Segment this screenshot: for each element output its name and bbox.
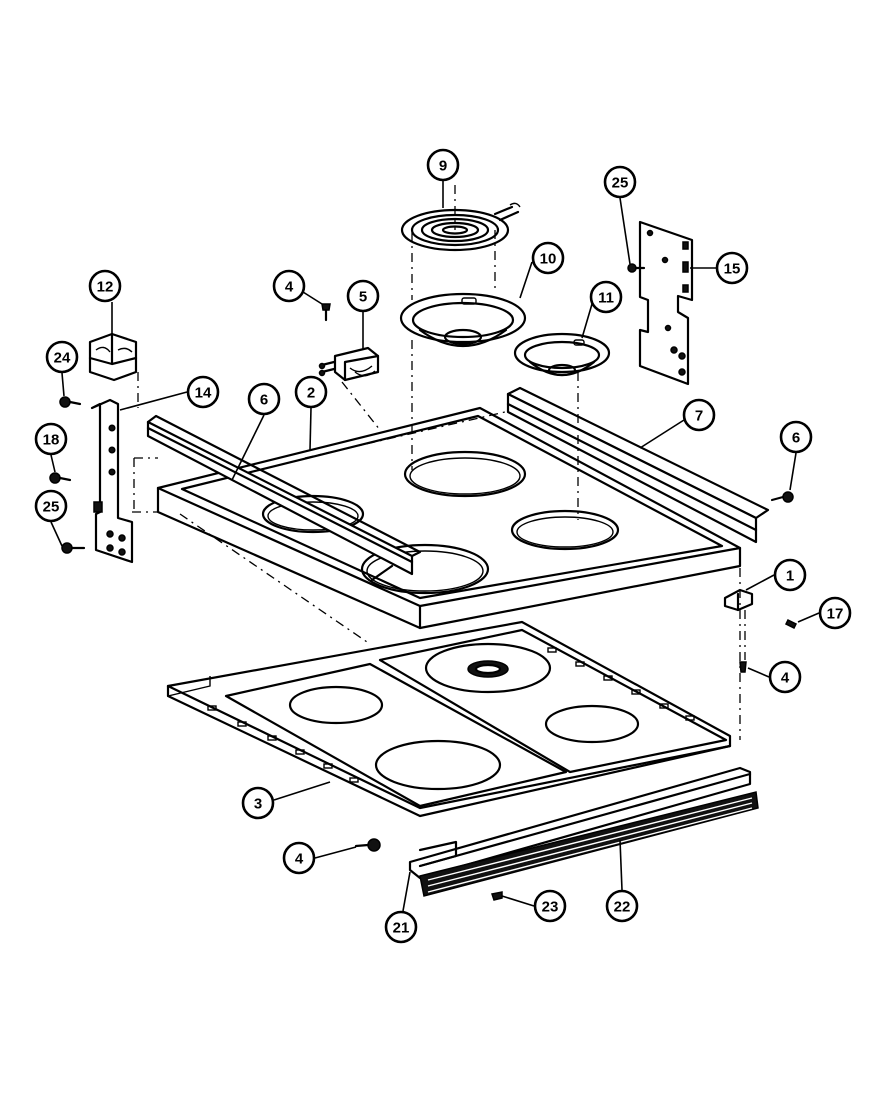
callout-circle (34, 422, 68, 456)
screw-right-bracket (627, 263, 646, 273)
callout-c17: 17 (818, 596, 852, 630)
callout-c5: 5 (346, 279, 380, 313)
callout-circle (779, 420, 813, 454)
left-screws (49, 396, 86, 554)
callout-label: 6 (260, 392, 268, 409)
callout-label: 5 (359, 289, 367, 306)
callout-label: 7 (695, 408, 703, 425)
callout-circle (45, 340, 79, 374)
callout-label: 21 (393, 920, 410, 937)
callout-circle (531, 241, 565, 275)
callout-c25a: 25 (603, 165, 637, 199)
front-trim-rail (408, 766, 752, 880)
callout-c22: 22 (605, 889, 639, 923)
callout-circle (768, 660, 802, 694)
callout-label: 25 (43, 499, 60, 516)
callout-label: 15 (724, 261, 741, 278)
callout-circle (533, 889, 567, 923)
callout-label: 14 (195, 385, 212, 402)
callout-circle (294, 375, 328, 409)
callout-circle (282, 841, 316, 875)
callout-c9: 9 (426, 148, 460, 182)
leader-lines (50, 180, 820, 912)
callout-label: 2 (307, 385, 315, 402)
terminal-block (318, 346, 380, 382)
callout-c25b: 25 (34, 489, 68, 523)
drip-pan-small (513, 332, 611, 377)
callout-label: 11 (598, 290, 614, 307)
callout-circle (384, 910, 418, 944)
front-vent-grille (419, 791, 759, 897)
callout-label: 17 (827, 606, 844, 623)
callout-label: 22 (614, 899, 631, 916)
right-mounting-bracket (638, 220, 694, 386)
alignment-lines (132, 185, 746, 740)
screw-right-trim (770, 491, 794, 503)
callout-c18: 18 (34, 422, 68, 456)
callout-label: 4 (781, 670, 790, 687)
liner-slots (207, 647, 695, 783)
callout-circle (34, 489, 68, 523)
lower-screws (354, 838, 503, 901)
callout-circle (589, 280, 623, 314)
rear-trim-strip (506, 386, 770, 544)
callout-c6a: 6 (247, 382, 281, 416)
callout-label: 3 (254, 796, 262, 813)
right-screws (739, 618, 798, 673)
callout-circle (773, 558, 807, 592)
callout-label: 18 (43, 432, 60, 449)
callout-c21: 21 (384, 910, 418, 944)
drip-pan-large (399, 292, 527, 347)
callout-circle (715, 251, 749, 285)
callout-circle (247, 382, 281, 416)
callout-label: 12 (97, 279, 114, 296)
left-trim-strip (146, 414, 422, 582)
callout-circle (818, 596, 852, 630)
callout-circle (186, 375, 220, 409)
callout-c4a: 4 (272, 269, 306, 303)
callout-c11: 11 (589, 280, 623, 314)
callout-label: 4 (285, 279, 294, 296)
left-side-bracket (90, 398, 134, 564)
callout-label: 24 (54, 350, 71, 367)
callout-label: 6 (792, 430, 800, 447)
callout-circle (346, 279, 380, 313)
callout-circle (605, 889, 639, 923)
callout-c3: 3 (241, 786, 275, 820)
callout-circle (88, 269, 122, 303)
callout-c24: 24 (45, 340, 79, 374)
callout-circle (426, 148, 460, 182)
callout-c7: 7 (682, 398, 716, 432)
callout-label: 25 (612, 175, 629, 192)
callout-c6b: 6 (779, 420, 813, 454)
callout-c10: 10 (531, 241, 565, 275)
callout-c15: 15 (715, 251, 749, 285)
callout-label: 9 (439, 158, 447, 175)
callout-c4b: 4 (768, 660, 802, 694)
callout-c1: 1 (773, 558, 807, 592)
mounting-clip (723, 588, 754, 612)
burner-box-liner (166, 620, 732, 818)
callout-label: 23 (542, 899, 559, 916)
main-top-panel (156, 406, 742, 630)
callout-c12: 12 (88, 269, 122, 303)
callout-label: 10 (540, 251, 557, 268)
callout-label: 4 (295, 851, 304, 868)
callout-circle (603, 165, 637, 199)
screw-top-left (321, 303, 331, 322)
callout-circle (241, 786, 275, 820)
callout-c14: 14 (186, 375, 220, 409)
callout-circle (682, 398, 716, 432)
callout-c23: 23 (533, 889, 567, 923)
left-upper-bracket (88, 332, 138, 382)
callout-layer: 9 25 10 15 12 4 5 11 24 14 6 2 7 6 18 25 1 17 4 3 4 23 22 21 (34, 148, 852, 944)
surface-element-coil (400, 202, 521, 252)
callout-circle (272, 269, 306, 303)
callout-c2: 2 (294, 375, 328, 409)
callout-c4c: 4 (282, 841, 316, 875)
callout-label: 1 (786, 568, 794, 585)
